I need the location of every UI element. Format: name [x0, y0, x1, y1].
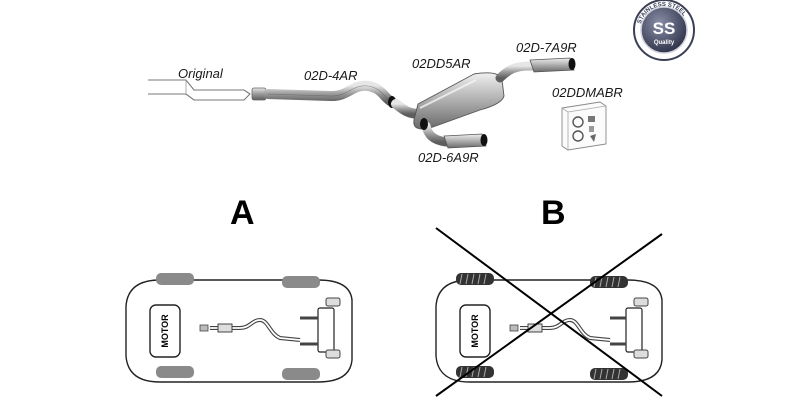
- wheel-rear-right: [590, 368, 628, 380]
- car-variant-a: MOTOR: [125, 273, 353, 383]
- wheel-rear-left: [282, 276, 320, 288]
- tail-pipe-right: [529, 57, 576, 73]
- wheel-rear-right: [282, 368, 320, 380]
- variant-b-letter: B: [541, 194, 566, 232]
- wheel-front-left: [156, 273, 194, 285]
- label-tail-left: 02D-6A9R: [418, 150, 479, 165]
- motor-box: [459, 304, 491, 358]
- label-middle-muffler: 02DD5AR: [412, 56, 471, 71]
- label-mounting-kit: 02DDMABR: [552, 85, 623, 100]
- pipe-joint-black-2: [420, 118, 428, 130]
- badge-quality: Quality: [654, 40, 675, 46]
- motor-label: MOTOR: [160, 314, 170, 348]
- cross-line-1: [435, 227, 663, 397]
- car-rear-muffler: [625, 307, 643, 353]
- variant-a-letter: A: [230, 194, 255, 232]
- car-variant-b: MOTOR: [435, 227, 663, 397]
- motor-label: MOTOR: [470, 314, 480, 348]
- quality-badge: STAINLESS STEEL SS Quality: [633, 0, 695, 61]
- car-rear-muffler: [317, 307, 335, 353]
- mounting-kit-box: [561, 101, 607, 151]
- label-tail-right: 02D-7A9R: [516, 40, 577, 55]
- car-muffler-small: [217, 323, 233, 333]
- original-pipe: [148, 79, 251, 101]
- motor-box: [149, 304, 181, 358]
- badge-monogram: SS: [653, 19, 676, 38]
- cross-line-2: [435, 233, 663, 397]
- wheel-front-right: [156, 366, 194, 378]
- exhaust-system: Original 02D-4AR 02DD5AR 02D-7A9R 02D-6A…: [148, 40, 623, 165]
- middle-muffler: [413, 72, 505, 130]
- tail-pipe-left: [443, 133, 488, 149]
- outlet-pipe-right: [495, 61, 549, 83]
- label-original: Original: [178, 66, 224, 81]
- front-pipe: [263, 80, 397, 107]
- wheel-front-left: [456, 273, 494, 285]
- car-body: [125, 279, 353, 383]
- label-front-pipe: 02D-4AR: [304, 68, 357, 83]
